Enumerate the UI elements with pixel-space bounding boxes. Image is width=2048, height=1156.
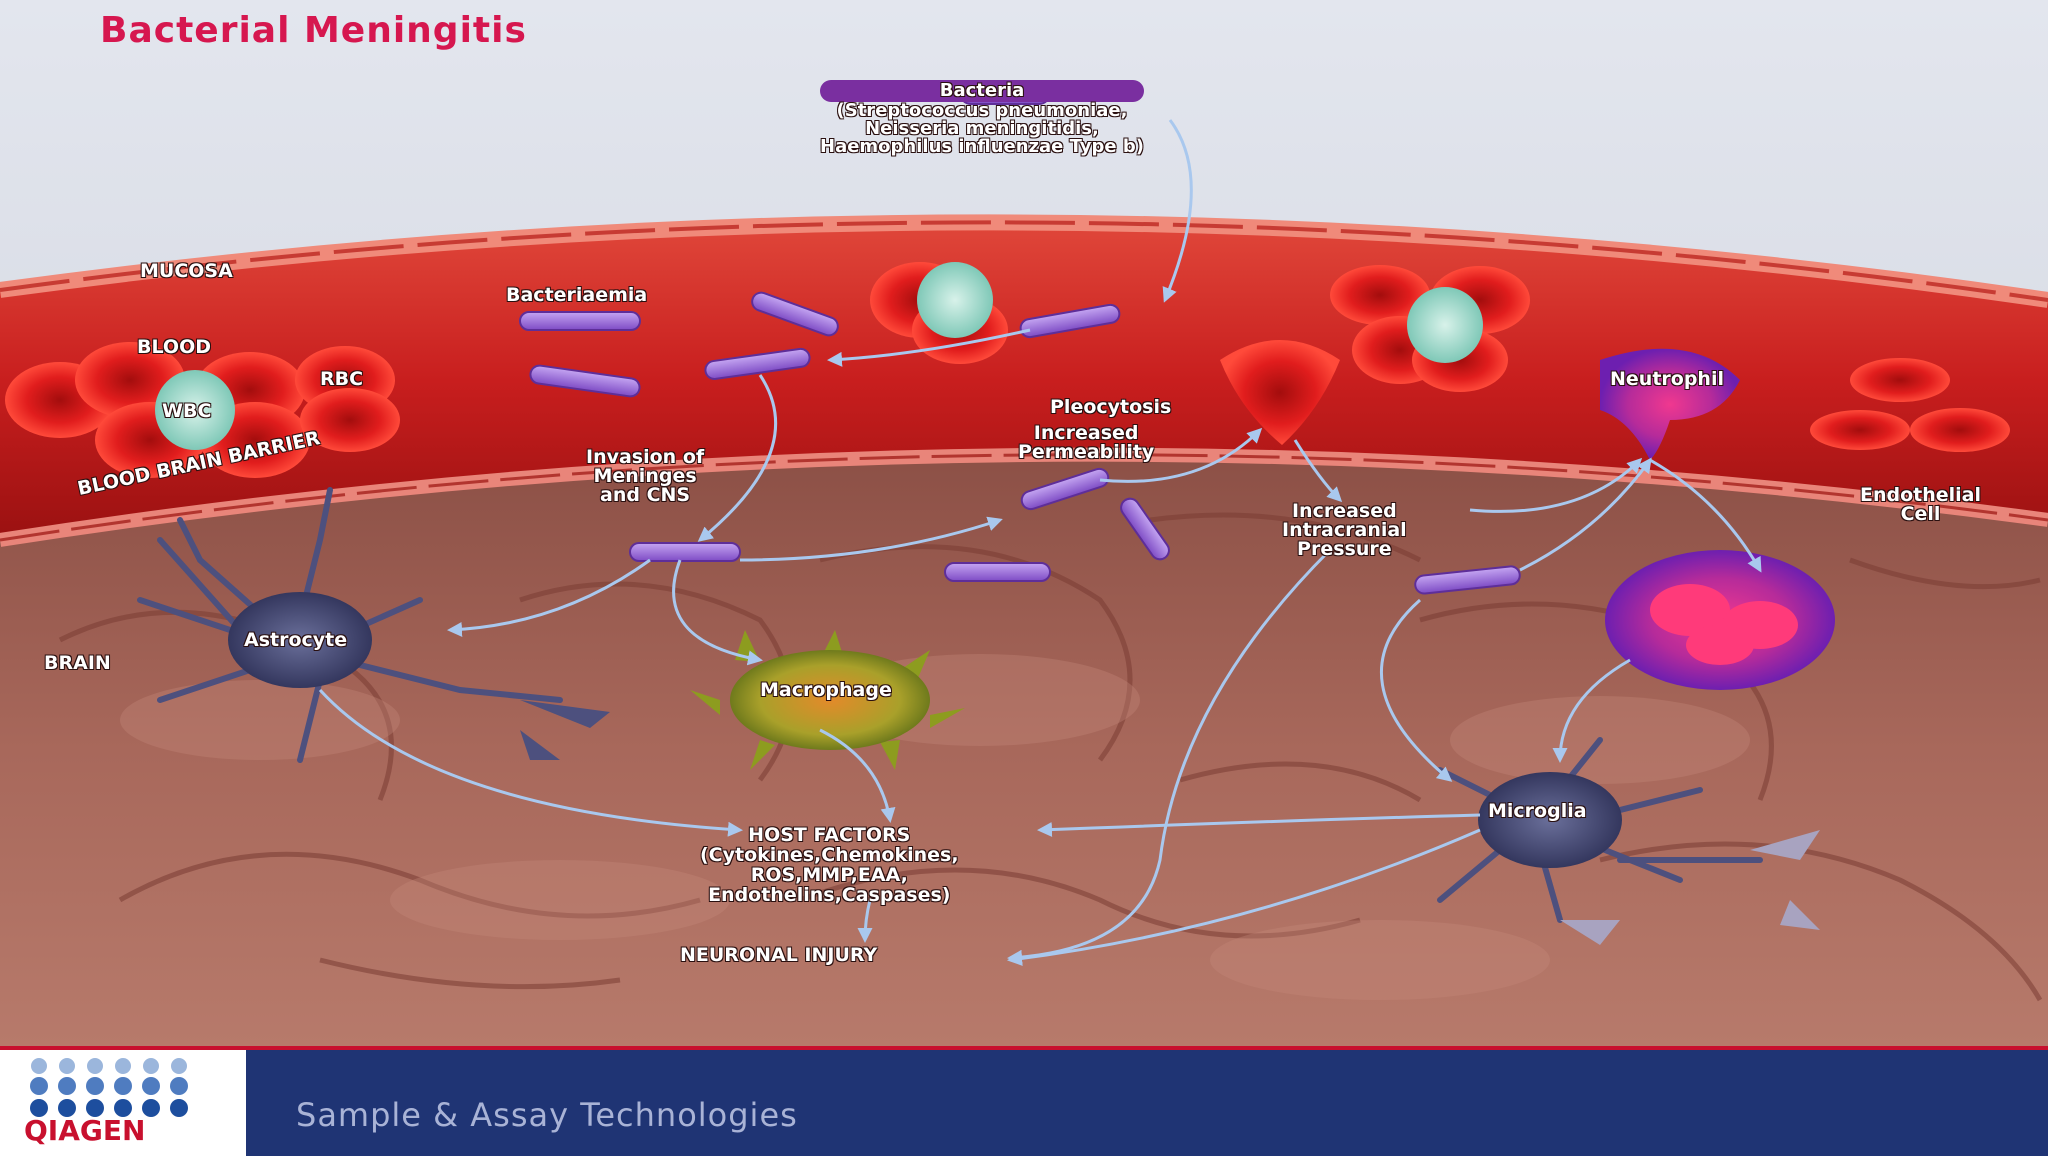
bacterium	[629, 542, 741, 562]
increased-icp-label: Increased Intracranial Pressure	[1282, 502, 1407, 559]
macrophage-cell	[690, 630, 965, 770]
arrow-bacteria-to-vessel	[1162, 119, 1193, 303]
blood-vessel	[0, 222, 2048, 540]
bacteria-rods	[519, 81, 1521, 595]
astrocyte-cell	[137, 487, 610, 763]
arrow-astrocyte-to-host	[318, 688, 743, 837]
arrow-host-to-injury	[857, 899, 873, 943]
bacterium	[1020, 467, 1110, 511]
neutrophil-vessel	[1600, 348, 1740, 460]
bacteria-species-1: (Streptococcus pneumoniae,	[836, 100, 1128, 121]
increased-permeability-label: Increased Permeability	[1018, 424, 1154, 462]
astrocyte-label: Astrocyte	[244, 629, 348, 651]
qiagen-logo-text: QIAGEN	[24, 1114, 146, 1147]
neutrophil-label: Neutrophil	[1610, 368, 1724, 390]
bacteria-species-2: Neisseria meningitidis,	[865, 118, 1099, 139]
arrow-to-pleocytosis	[1099, 427, 1263, 483]
endothelial-cells-bottom	[0, 453, 2048, 542]
arrow-neutrophil-to-microglia	[1552, 658, 1631, 763]
qiagen-dots-icon	[30, 1058, 188, 1117]
mucosa-label: MUCOSA	[140, 260, 233, 282]
bacteriaemia-label: Bacteriaemia	[506, 284, 648, 306]
microglia-cell	[1437, 737, 1820, 945]
qiagen-logo: QIAGEN	[0, 1050, 246, 1156]
endothelial-line-1: Endothelial	[1860, 484, 1982, 506]
rbc-cluster-far-right	[1810, 358, 2010, 452]
arrow-to-macrophage	[672, 559, 763, 666]
bacterium	[751, 291, 839, 337]
invasion-line-2: Meninges	[593, 465, 697, 487]
invasion-label: Invasion of Meninges and CNS	[586, 448, 704, 505]
bacterium	[1414, 565, 1521, 595]
arrow-icp-to-neutrophil	[1469, 457, 1643, 513]
illustration-canvas	[0, 0, 2048, 1046]
bacterium	[1019, 303, 1121, 339]
rbc-label: RBC	[320, 368, 364, 390]
bacterium	[944, 562, 1051, 582]
microglia-label: Microglia	[1488, 800, 1587, 822]
bacterium	[529, 364, 641, 398]
pleocytosis-cell	[1220, 340, 1340, 445]
icp-line-1: Increased	[1291, 500, 1397, 522]
host-factors-line-1: (Cytokines,Chemokines,	[700, 843, 959, 866]
host-factors-title: HOST FACTORS	[748, 824, 911, 846]
arrow-macrophage-to-host	[819, 728, 896, 823]
host-factors-line-2: ROS,MMP,EAA,	[750, 863, 908, 886]
bacterium	[519, 311, 641, 331]
neutrophil-brain	[1605, 550, 1835, 690]
bacterium	[704, 347, 811, 380]
pathway-arrows	[318, 119, 1762, 966]
page-title: Bacterial Meningitis	[100, 10, 527, 51]
permeability-line-2: Permeability	[1018, 441, 1155, 463]
endothelial-cell-label: Endothelial Cell	[1860, 486, 1981, 524]
pleocytosis-label: Pleocytosis	[1050, 396, 1172, 418]
endothelial-line-2: Cell	[1900, 503, 1941, 525]
permeability-line-1: Increased	[1033, 422, 1139, 444]
arrow-bacteria-to-microglia	[1379, 598, 1453, 782]
bacteria-label: Bacteria (Streptococcus pneumoniae, Neis…	[820, 80, 1144, 156]
brain-highlights	[120, 654, 1750, 1000]
arrow-to-astrocyte	[447, 558, 651, 637]
invasion-line-3: and CNS	[600, 484, 691, 506]
icp-line-2: Intracranial	[1282, 519, 1407, 541]
invasion-line-1: Invasion of	[586, 446, 705, 468]
arrow-neutrophil-to-brain	[1649, 458, 1762, 573]
host-factors-label: HOST FACTORS (Cytokines,Chemokines, ROS,…	[700, 824, 959, 906]
arrow-microglia-to-host	[1037, 813, 1481, 838]
arrow-invasion	[697, 374, 778, 542]
bacterium	[1120, 497, 1170, 561]
rbc-cluster-left	[5, 342, 400, 478]
arrow-to-icp	[1293, 439, 1343, 503]
arrow-microglia-to-injury	[1007, 828, 1481, 966]
bacteria-title: Bacteria	[820, 80, 1144, 102]
arrow-bacteria-to-neutrophil	[1519, 457, 1652, 572]
footer-tagline: Sample & Assay Technologies	[296, 1096, 798, 1134]
rbc-cluster-right	[1330, 265, 1530, 392]
bacteria-species-3: Haemophilus influenzae Type b)	[820, 136, 1144, 157]
macrophage-label: Macrophage	[760, 679, 892, 701]
arrow-to-permeability	[739, 516, 1003, 562]
arrow-vessel-to-bacteriaemia	[827, 328, 1031, 367]
icp-line-3: Pressure	[1297, 538, 1392, 560]
neuronal-injury-label: NEURONAL INJURY	[680, 944, 878, 966]
blood-label: BLOOD	[137, 336, 211, 358]
footer-bar: QIAGEN Sample & Assay Technologies	[0, 1046, 2048, 1156]
arrow-icp-to-injury	[1007, 548, 1332, 965]
endothelial-cells-top	[0, 220, 2048, 302]
wbc-cell	[155, 370, 235, 450]
host-factors-line-3: Endothelins,Caspases)	[708, 883, 951, 906]
brain-label: BRAIN	[44, 652, 111, 674]
wbc-label: WBC	[162, 400, 212, 422]
